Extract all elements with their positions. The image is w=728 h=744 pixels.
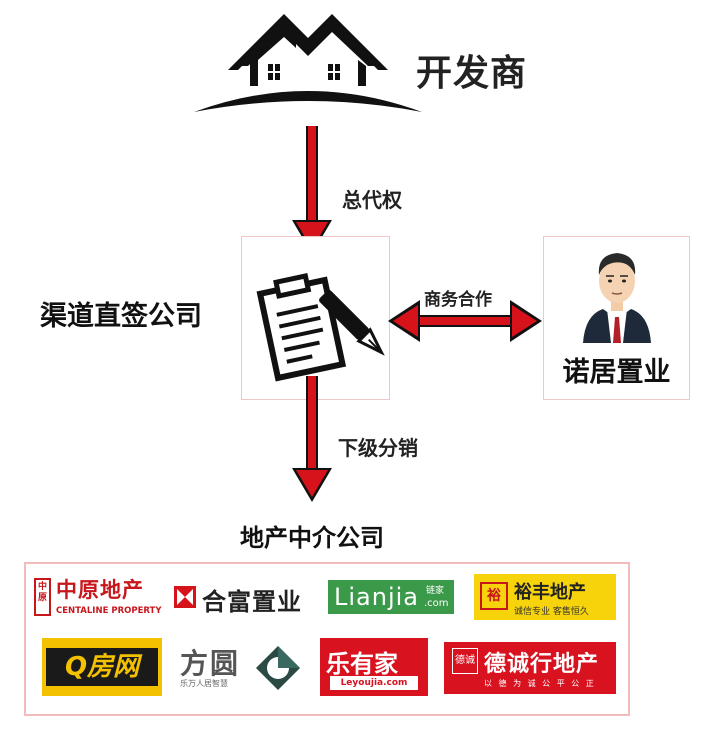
lianjia-domain: .com [424,598,449,609]
house-icon [194,14,422,112]
centaline-logo: 中原 中原地产 CENTALINE PROPERTY [34,574,164,620]
agency-logo-panel: 中原 中原地产 CENTALINE PROPERTY 合富置业 Lianjia … [24,562,630,716]
edge-label-exclusive-agency: 总代权 [342,188,402,212]
yufeng-mark: 裕 [480,582,508,610]
developer-label: 开发商 [416,53,528,94]
fangyuan-slogan: 乐万人居智慧 [180,679,228,688]
centaline-english: CENTALINE PROPERTY [56,606,162,616]
channel-label: 渠道直签公司 [40,301,202,332]
leyoujia-logo: 乐有家 Leyoujia.com [320,638,428,696]
channel-node [241,236,390,400]
yufeng-name: 裕丰地产 [514,582,586,603]
businessman-avatar-icon [583,253,651,343]
fangyuan-name: 方圆 [180,647,241,680]
arrow-down-bottom [292,376,332,502]
centaline-mark: 中原 [34,578,51,616]
lianjia-name: Lianjia [334,583,419,611]
yufeng-logo: 裕 裕丰地产 诚信专业 客售恒久 [474,574,616,620]
qfang-name: Q房网 [46,648,158,686]
leyoujia-name: 乐有家 [326,650,398,678]
arrow-bidirectional [388,300,542,342]
edge-label-business-cooperation: 商务合作 [424,290,492,310]
hefu-logo: 合富置业 [174,580,319,616]
agency-title: 地产中介公司 [240,524,384,552]
qfang-logo: Q房网 [42,638,162,696]
partner-node: 诺居置业 [543,236,690,400]
contract-signing-icon [256,273,385,382]
leyoujia-domain: Leyoujia.com [330,676,418,690]
partner-name: 诺居置业 [562,357,671,388]
edge-label-sub-distribution: 下级分销 [338,436,418,460]
decheng-mark: 德诚 [452,648,478,674]
yufeng-slogan: 诚信专业 客售恒久 [514,607,589,617]
lianjia-logo: Lianjia 链家 .com [328,580,454,614]
hefu-mark-icon [174,586,196,608]
decheng-name: 德诚行地产 [484,652,600,677]
decheng-logo: 德诚 德诚行地产 以 德 为 诚 公 平 公 正 [444,642,616,694]
decheng-slogan: 以 德 为 诚 公 平 公 正 [484,679,596,688]
hefu-name: 合富置业 [202,588,302,616]
centaline-name: 中原地产 [56,578,144,602]
fangyuan-logo: 方圆 乐万人居智慧 [176,638,306,696]
fangyuan-mark-icon [256,646,300,690]
lianjia-cn: 链家 [426,586,445,596]
